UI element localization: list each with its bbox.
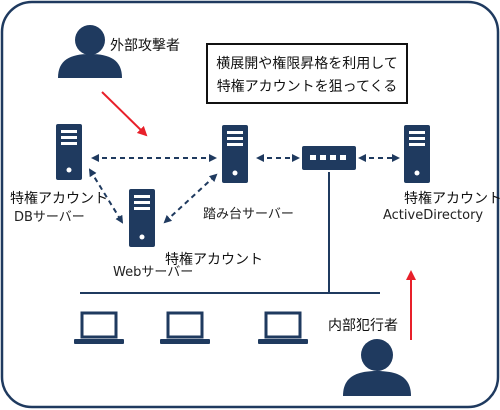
callout-box: 横展開や権限昇格を利用して 特権アカウントを狙ってくる xyxy=(206,43,408,104)
external-attack-arrow xyxy=(101,91,148,137)
internal-attacker: 内部犯行者 xyxy=(328,318,411,396)
db-web-link xyxy=(88,168,124,224)
callout-line-2: 特権アカウントを狙ってくる xyxy=(217,78,398,95)
jump-server: 踏み台サーバー xyxy=(203,125,294,222)
server-icon xyxy=(404,125,430,183)
db-account-label: 特権アカウント xyxy=(10,190,108,207)
client-laptop-2 xyxy=(160,311,210,344)
web-account-label: 特権アカウント xyxy=(165,251,263,268)
ad-server-name: ActiveDirectory xyxy=(383,208,483,223)
internal-attacker-label: 内部犯行者 xyxy=(328,318,398,334)
server-icon xyxy=(129,189,155,247)
db-server: 特権アカウント DBサーバー xyxy=(10,124,108,225)
web-server: 特権アカウント Webサーバー xyxy=(113,189,263,280)
laptop-icon xyxy=(74,311,124,344)
web-jump-link xyxy=(163,173,218,224)
ad-server: 特権アカウント ActiveDirectory xyxy=(383,125,500,223)
person-icon xyxy=(343,339,411,396)
connections xyxy=(88,154,400,224)
laptop-icon xyxy=(160,311,210,344)
server-icon xyxy=(222,125,248,183)
db-server-name: DBサーバー xyxy=(14,210,85,225)
external-attacker: 外部攻撃者 xyxy=(58,25,180,78)
ad-account-label: 特権アカウント xyxy=(404,190,500,207)
network-switch xyxy=(302,146,356,170)
client-laptop-1 xyxy=(74,311,124,344)
callout-line-1: 横展開や権限昇格を利用して xyxy=(216,55,398,72)
external-attacker-label: 外部攻撃者 xyxy=(110,38,180,54)
jump-server-name: 踏み台サーバー xyxy=(203,207,294,222)
client-laptop-3 xyxy=(258,311,308,344)
server-icon xyxy=(56,124,82,180)
web-server-name: Webサーバー xyxy=(113,265,193,280)
lan-segment xyxy=(80,172,380,294)
switch-icon xyxy=(302,146,356,170)
person-icon xyxy=(58,25,122,78)
laptop-icon xyxy=(258,311,308,344)
